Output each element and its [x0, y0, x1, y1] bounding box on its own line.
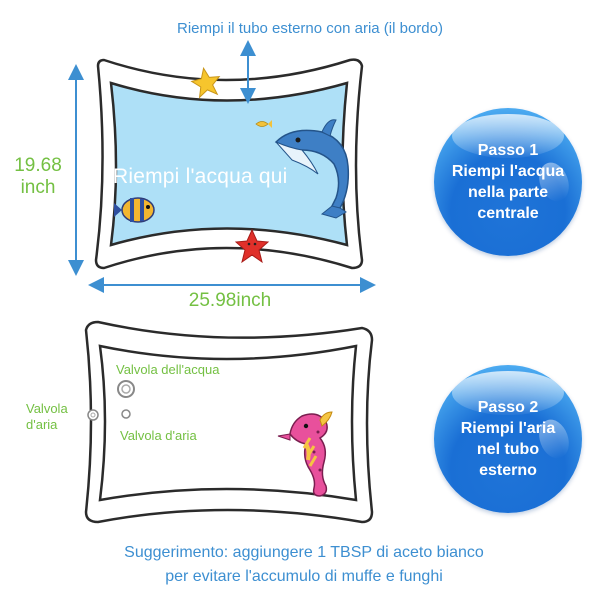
- seahorse-icon: [277, 411, 333, 497]
- air-valve-outer-label: Valvola d'aria: [26, 401, 86, 433]
- step1-badge: Passo 1 Riempi l'acqua nella parte centr…: [434, 108, 582, 256]
- height-value: 19.68: [14, 155, 62, 176]
- width-label: 25.98inch: [188, 290, 272, 311]
- dolphin-icon: [274, 119, 350, 219]
- water-valve-label: Valvola dell'acqua: [116, 362, 220, 377]
- water-valve-icon: [117, 380, 135, 398]
- step1-line2: nella parte: [467, 184, 549, 201]
- step2-badge: Passo 2 Riempi l'aria nel tubo esterno: [434, 365, 582, 513]
- air-valve-outer-line1: Valvola: [26, 401, 68, 416]
- mat2-inner-border: [98, 344, 358, 502]
- step2-line3: esterno: [479, 462, 537, 479]
- inner-air-valve-icon: [121, 409, 131, 419]
- tip-line2: per evitare l'accumulo di muffe e funghi: [165, 568, 443, 585]
- fill-water-text: Riempi l'acqua qui: [113, 165, 288, 188]
- step2-title: Passo 2: [477, 399, 539, 416]
- yellow-starfish-icon: [190, 66, 221, 99]
- step2-line1: Riempi l'aria: [460, 420, 556, 437]
- tip-line1: Suggerimento: aggiungere 1 TBSP di aceto…: [124, 544, 484, 561]
- tip-text: Suggerimento: aggiungere 1 TBSP di aceto…: [0, 541, 600, 589]
- step1-title: Passo 1: [477, 142, 539, 159]
- top-caption: Riempi il tubo esterno con aria (il bord…: [177, 20, 443, 37]
- step1-line3: centrale: [477, 205, 539, 222]
- air-valve-outer-line2: d'aria: [26, 417, 58, 432]
- small-fish-icon: [255, 120, 272, 128]
- outer-air-valve-icon: [87, 409, 99, 421]
- striped-fish-icon: [114, 197, 155, 223]
- height-label: 19.68 inch: [6, 155, 70, 199]
- step2-line2: nel tubo: [476, 441, 540, 458]
- air-valve-inner-label: Valvola d'aria: [120, 428, 197, 443]
- step1-line1: Riempi l'acqua: [451, 163, 565, 180]
- height-unit: inch: [20, 177, 56, 198]
- red-starfish-icon: [234, 228, 270, 264]
